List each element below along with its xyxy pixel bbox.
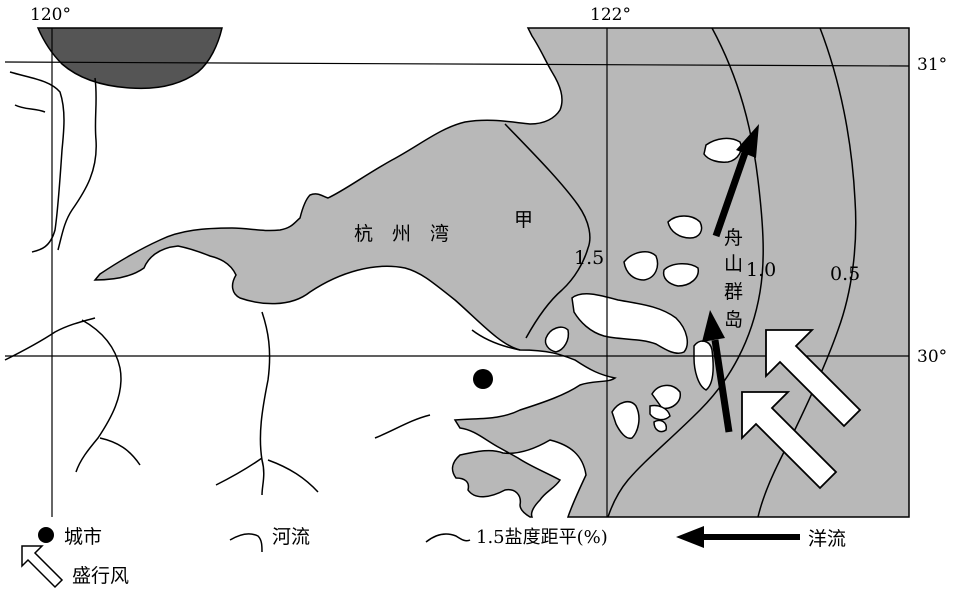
archipelago-label-2: 山 (724, 253, 743, 275)
wind-arrow-lower (741, 391, 838, 490)
bay-label-3: 湾 (430, 223, 449, 245)
rivers (4, 71, 521, 496)
point-jia-label: 甲 (514, 209, 533, 231)
legend-label-river: 河流 (272, 526, 310, 548)
bay-label-1: 杭 (354, 223, 373, 245)
legend-label-wind: 盛行风 (72, 565, 129, 587)
lake (36, 27, 223, 90)
isoline-label-0.5: 0.5 (830, 263, 860, 285)
lat-label-30: 30° (917, 347, 947, 367)
islands (544, 137, 742, 440)
current-arrow-north (712, 148, 750, 238)
city-dot (473, 369, 493, 389)
salinity-isoline-icon (425, 533, 471, 543)
legend-label-city: 城市 (64, 526, 102, 548)
prevailing-winds (741, 329, 862, 490)
archipelago-label-1: 舟 (724, 227, 743, 249)
wind-arrow-upper (765, 329, 862, 428)
archipelago-label-4: 岛 (724, 309, 743, 331)
river-line-icon (229, 533, 263, 553)
current-arrow-icon (676, 526, 800, 548)
isoline-1.5 (504, 123, 591, 339)
archipelago-label-3: 群 (724, 281, 743, 303)
isoline-0.5 (757, 27, 857, 518)
bay-label-2: 州 (392, 223, 411, 245)
current-arrow-south (711, 339, 733, 433)
graticule (4, 28, 910, 517)
ocean-currents (702, 124, 759, 433)
lon-label-120: 120° (30, 5, 71, 25)
legend-label-current: 洋流 (808, 528, 846, 550)
legend: 城市 河流 1.5盐度距平(%) 洋流 盛行风 (21, 526, 846, 589)
wind-arrow-icon (21, 545, 64, 589)
lat-label-31: 31° (917, 55, 947, 75)
isoline-label-1.0: 1.0 (746, 259, 776, 281)
legend-label-salinity: 1.5盐度距平(%) (476, 527, 608, 548)
city-dot-icon (38, 527, 54, 543)
lon-label-122: 122° (590, 5, 631, 25)
isoline-label-1.5: 1.5 (574, 247, 604, 269)
